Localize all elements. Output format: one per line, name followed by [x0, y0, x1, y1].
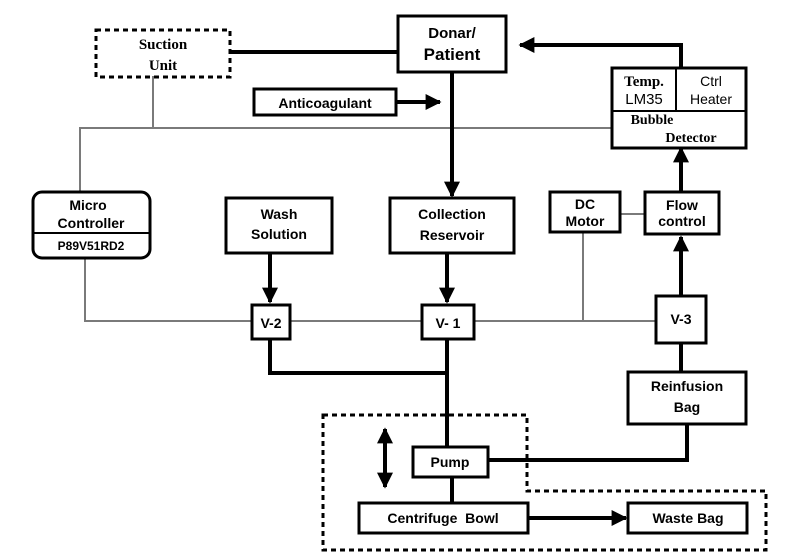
suction-unit-block: Suction Unit — [94, 28, 232, 79]
donor-patient-block: Donar/ Patient — [396, 14, 508, 74]
valve-v3-label: V-3 — [670, 311, 691, 327]
temp-label-1: Temp. — [624, 74, 664, 90]
valve-v1: V- 1 — [420, 303, 476, 341]
flow-label-1: Flow — [666, 197, 698, 213]
valve-v2: V-2 — [250, 303, 292, 341]
collection-label-1: Collection — [418, 206, 486, 222]
waste-label: Waste Bag — [652, 510, 723, 526]
heater-label-1: Ctrl — [700, 73, 722, 89]
centrifuge-label: Centrifuge Bowl — [387, 510, 498, 526]
centrifuge-bowl-block: Centrifuge Bowl — [357, 501, 530, 535]
pump-block: Pump — [411, 445, 490, 479]
collection-label-2: Reservoir — [420, 227, 485, 243]
reinfusion-label-2: Bag — [674, 399, 700, 415]
bubble-label-1: Bubble — [631, 113, 674, 128]
waste-bag-block: Waste Bag — [626, 501, 749, 535]
sensor-block: Temp. LM35 Ctrl Heater Bubble Detector — [610, 66, 748, 150]
donor-label-1: Donar/ — [428, 25, 476, 42]
dc-motor-label-1: DC — [575, 196, 595, 212]
wash-label-2: Solution — [251, 226, 307, 242]
flow-control-block: Flow control — [643, 190, 721, 236]
micro-label-2: Controller — [58, 215, 125, 231]
valve-v2-label: V-2 — [260, 315, 281, 331]
anticoagulant-label: Anticoagulant — [278, 95, 372, 111]
valve-v3: V-3 — [654, 294, 708, 345]
collection-reservoir-block: Collection Reservoir — [388, 196, 516, 255]
bubble-label-2: Detector — [665, 131, 716, 146]
flow-label-2: control — [658, 213, 705, 229]
donor-label-2: Patient — [424, 45, 481, 64]
heater-label-2: Heater — [690, 91, 732, 107]
micro-label-1: Micro — [69, 197, 106, 213]
anticoagulant-block: Anticoagulant — [252, 87, 398, 117]
wash-solution-block: Wash Solution — [224, 196, 334, 255]
dc-motor-label-2: Motor — [566, 213, 605, 229]
control-wiring — [79, 76, 656, 322]
dc-motor-block: DC Motor — [548, 190, 622, 234]
wash-label-1: Wash — [261, 206, 298, 222]
fluid-lines — [230, 37, 689, 526]
pump-label: Pump — [431, 454, 470, 470]
temp-label-2: LM35 — [625, 91, 663, 108]
micro-model-label: P89V51RD2 — [58, 239, 125, 253]
suction-unit-label-1: Suction — [139, 37, 188, 53]
reinfusion-bag-block: Reinfusion Bag — [626, 370, 748, 426]
centrifuge-enclosure — [321, 413, 768, 552]
valve-v1-label: V- 1 — [436, 315, 461, 331]
microcontroller-block: Micro Controller P89V51RD2 — [31, 190, 152, 260]
reinfusion-label-1: Reinfusion — [651, 378, 723, 394]
suction-unit-label-2: Unit — [149, 58, 177, 74]
